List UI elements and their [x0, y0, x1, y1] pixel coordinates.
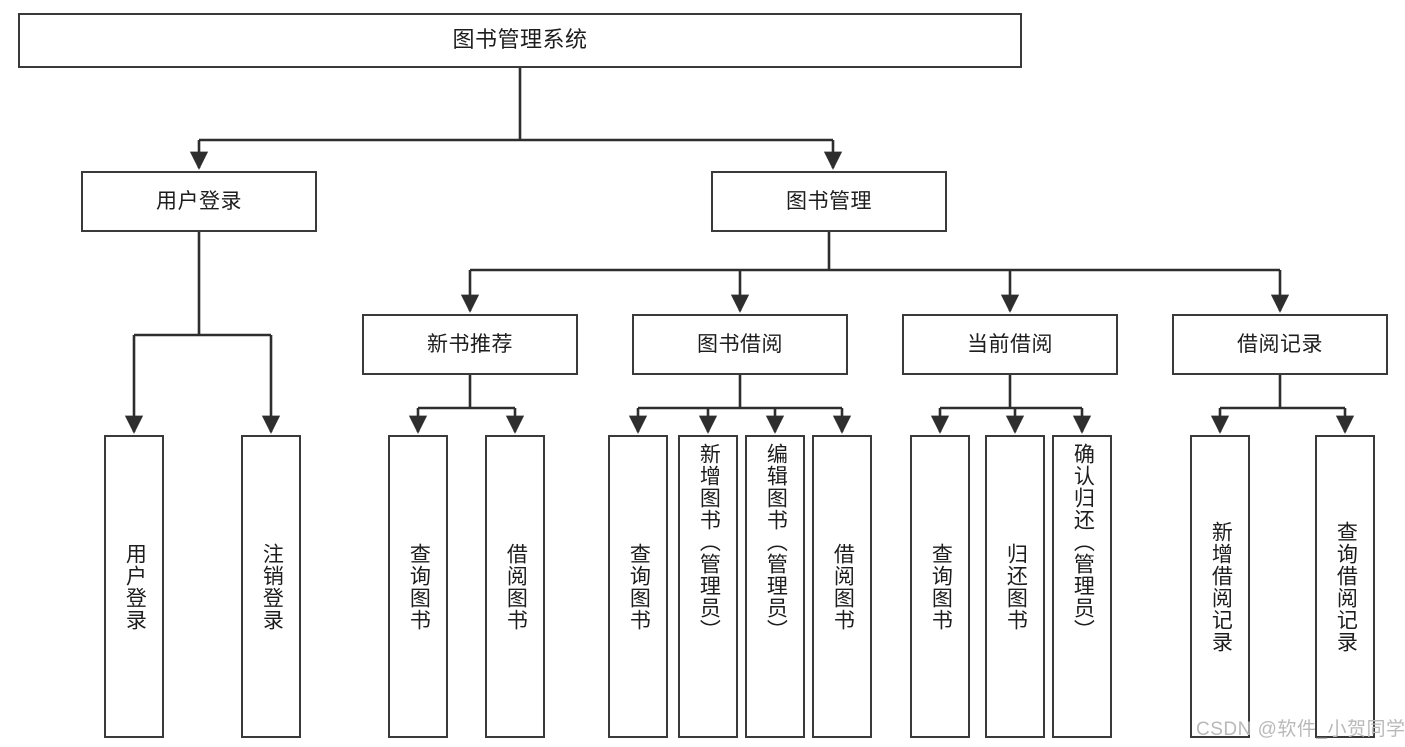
node-book-manage[interactable]: 图书管理	[711, 171, 947, 232]
csdn-watermark: CSDN @软件_小贺同学	[1196, 719, 1405, 740]
node-leaf-edit-book-label: 编辑图书（管理员）	[764, 443, 788, 641]
node-book-borrow-label: 图书借阅	[697, 332, 783, 356]
node-leaf-borrow-book-2[interactable]: 借阅图书	[812, 435, 872, 738]
node-borrow-record-label: 借阅记录	[1237, 332, 1323, 356]
node-leaf-return-book[interactable]: 归还图书	[985, 435, 1045, 738]
node-leaf-borrow-book-1-label: 借阅图书	[504, 542, 528, 631]
node-leaf-add-record-label: 新增借阅记录	[1209, 520, 1233, 653]
node-current-borrow[interactable]: 当前借阅	[902, 314, 1118, 375]
node-leaf-borrow-book-1[interactable]: 借阅图书	[485, 435, 545, 738]
node-borrow-record[interactable]: 借阅记录	[1172, 314, 1388, 375]
node-leaf-user-login[interactable]: 用户登录	[104, 435, 164, 738]
node-new-book-rec[interactable]: 新书推荐	[362, 314, 578, 375]
node-leaf-confirm-return-label: 确认归还（管理员）	[1071, 443, 1095, 641]
node-leaf-return-book-label: 归还图书	[1004, 542, 1028, 631]
node-root-label: 图书管理系统	[452, 27, 588, 53]
node-leaf-add-record[interactable]: 新增借阅记录	[1190, 435, 1250, 738]
node-leaf-query-book-2[interactable]: 查询图书	[608, 435, 668, 738]
node-leaf-add-book-label: 新增图书（管理员）	[697, 443, 721, 641]
node-leaf-user-logout[interactable]: 注销登录	[241, 435, 301, 738]
node-new-book-rec-label: 新书推荐	[427, 332, 513, 356]
node-book-borrow[interactable]: 图书借阅	[632, 314, 848, 375]
node-leaf-query-book-2-label: 查询图书	[627, 542, 651, 631]
node-current-borrow-label: 当前借阅	[967, 332, 1053, 356]
node-root[interactable]: 图书管理系统	[18, 13, 1022, 68]
node-leaf-borrow-book-2-label: 借阅图书	[831, 542, 855, 631]
node-leaf-edit-book[interactable]: 编辑图书（管理员）	[745, 435, 805, 738]
node-leaf-add-book[interactable]: 新增图书（管理员）	[678, 435, 738, 738]
node-leaf-query-book-3-label: 查询图书	[929, 542, 953, 631]
node-leaf-user-logout-label: 注销登录	[260, 542, 284, 631]
node-leaf-query-record-label: 查询借阅记录	[1334, 520, 1358, 653]
node-user-login-label: 用户登录	[156, 189, 242, 213]
node-leaf-query-record[interactable]: 查询借阅记录	[1315, 435, 1375, 738]
node-user-login[interactable]: 用户登录	[81, 171, 317, 232]
node-leaf-user-login-label: 用户登录	[123, 542, 147, 631]
node-leaf-query-book-1-label: 查询图书	[407, 542, 431, 631]
node-leaf-query-book-1[interactable]: 查询图书	[388, 435, 448, 738]
node-leaf-confirm-return[interactable]: 确认归还（管理员）	[1052, 435, 1112, 738]
node-book-manage-label: 图书管理	[786, 189, 872, 213]
node-leaf-query-book-3[interactable]: 查询图书	[910, 435, 970, 738]
